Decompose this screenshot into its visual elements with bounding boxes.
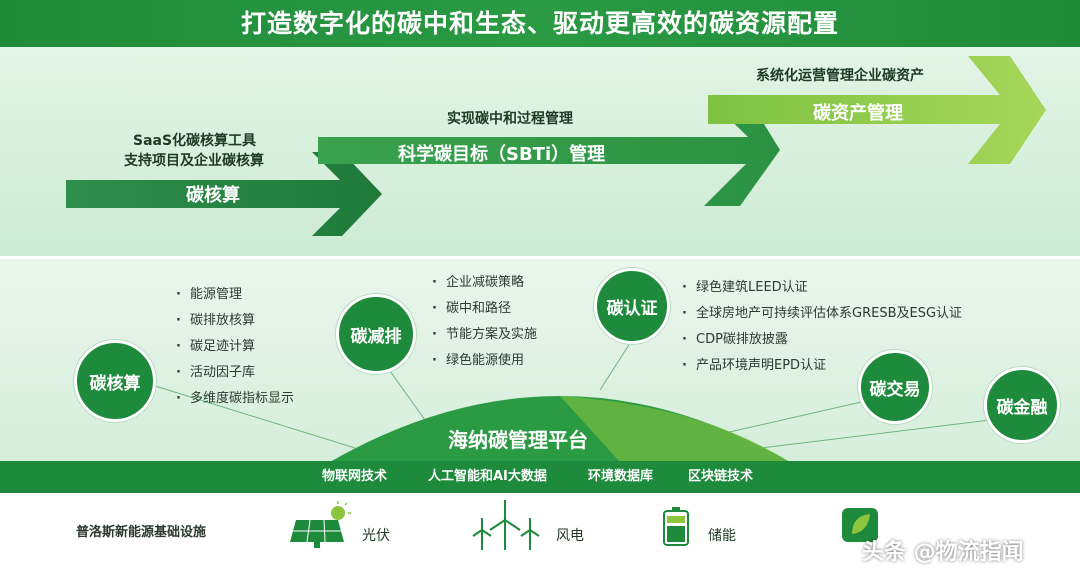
step1-arrow-label: 碳核算 bbox=[186, 185, 240, 206]
platform-dome-highlight bbox=[560, 396, 790, 462]
battery-icon bbox=[663, 507, 689, 546]
energy-label-storage: 储能 bbox=[708, 528, 736, 544]
energy-label-wind: 风电 bbox=[556, 528, 584, 544]
circle-carbon-accounting: 碳核算 bbox=[74, 340, 156, 422]
page-title: 打造数字化的碳中和生态、驱动更高效的碳资源配置 bbox=[240, 9, 839, 38]
list-item: 绿色建筑LEED认证 bbox=[682, 275, 962, 301]
tech-environment-database: 环境数据库 bbox=[588, 469, 654, 484]
technology-bar bbox=[0, 461, 1080, 493]
circle-carbon-finance: 碳金融 bbox=[984, 367, 1060, 443]
tech-iot: 物联网技术 bbox=[322, 469, 388, 484]
step1-caption-line1: SaaS化碳核算工具 bbox=[133, 133, 257, 149]
list-item: 碳中和路径 bbox=[432, 296, 537, 322]
list-item: 全球房地产可持续评估体系GRESB及ESG认证 bbox=[682, 301, 962, 327]
carbon-accounting-list: 能源管理 碳排放核算 碳足迹计算 活动因子库 多维度碳指标显示 bbox=[176, 282, 294, 412]
watermark-text: 头条 @物流指闻 bbox=[862, 540, 1024, 565]
connector-carbon-certification bbox=[599, 339, 633, 391]
list-item: 绿色能源使用 bbox=[432, 348, 537, 374]
infrastructure-footer bbox=[0, 493, 1080, 581]
step1-caption-line2: 支持项目及企业碳核算 bbox=[124, 153, 264, 169]
section-divider bbox=[0, 256, 1080, 259]
list-item: 能源管理 bbox=[176, 282, 294, 308]
list-item: 碳排放核算 bbox=[176, 308, 294, 334]
list-item: 碳足迹计算 bbox=[176, 334, 294, 360]
circle-carbon-reduction: 碳减排 bbox=[336, 294, 416, 374]
list-item: 多维度碳指标显示 bbox=[176, 386, 294, 412]
arrow-carbon-accounting bbox=[66, 152, 382, 236]
carbon-reduction-list: 企业减碳策略 碳中和路径 节能方案及实施 绿色能源使用 bbox=[432, 270, 537, 374]
arrow-carbon-asset-management bbox=[708, 56, 1046, 164]
list-item: 产品环境声明EPD认证 bbox=[682, 353, 962, 379]
connector-carbon-finance bbox=[727, 419, 991, 453]
step3-caption: 系统化运营管理企业碳资产 bbox=[756, 68, 924, 84]
connector-carbon-trading bbox=[711, 399, 871, 437]
list-item: 企业减碳策略 bbox=[432, 270, 537, 296]
step2-arrow-label: 科学碳目标（SBTi）管理 bbox=[398, 144, 606, 165]
step3-arrow-label: 碳资产管理 bbox=[813, 103, 903, 124]
arrow-sbti-management bbox=[318, 98, 780, 206]
list-item: 节能方案及实施 bbox=[432, 322, 537, 348]
infrastructure-label: 普洛斯新能源基础设施 bbox=[76, 525, 207, 540]
carbon-certification-list: 绿色建筑LEED认证 全球房地产可持续评估体系GRESB及ESG认证 CDP碳排… bbox=[682, 275, 962, 379]
circle-carbon-certification: 碳认证 bbox=[594, 268, 670, 344]
energy-label-solar: 光伏 bbox=[362, 528, 390, 544]
step2-caption: 实现碳中和过程管理 bbox=[447, 111, 573, 127]
list-item: 活动因子库 bbox=[176, 360, 294, 386]
tech-ai-big-data: 人工智能和AI大数据 bbox=[428, 469, 547, 484]
leaf-badge-icon bbox=[842, 508, 878, 542]
wind-turbine-icon bbox=[472, 500, 540, 550]
tech-blockchain: 区块链技术 bbox=[688, 469, 754, 484]
list-item: CDP碳排放披露 bbox=[682, 327, 962, 353]
solar-panel-icon bbox=[290, 501, 351, 548]
title-banner bbox=[0, 0, 1080, 47]
platform-title: 海纳碳管理平台 bbox=[448, 428, 588, 452]
